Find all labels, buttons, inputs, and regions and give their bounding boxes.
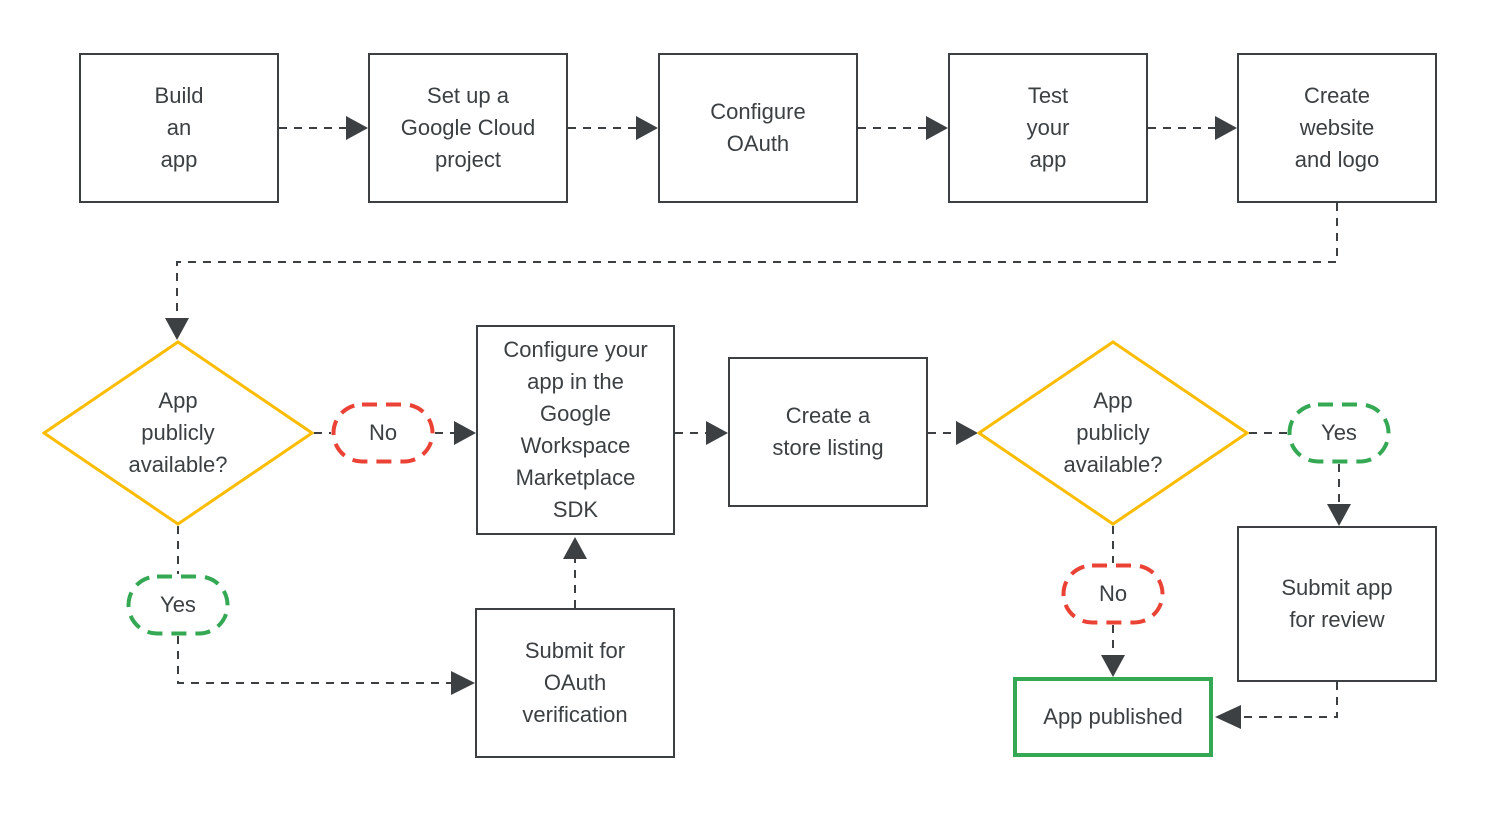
yes-2-label: Yes bbox=[1321, 420, 1357, 445]
node-submit-app-for-review-label: Submit app for review bbox=[1281, 575, 1393, 632]
yes-2-pill-outline bbox=[1287, 402, 1391, 464]
node-app-published-label: App published bbox=[1043, 704, 1183, 729]
decision-2-diamond-shape bbox=[977, 340, 1249, 526]
node-set-up-google-cloud-project-label: Set up a Google Cloud project bbox=[400, 83, 536, 172]
arrowhead-down-into-published bbox=[1101, 655, 1125, 677]
arrowhead-into-listing bbox=[706, 421, 728, 445]
node-set-up-google-cloud-project: Set up a Google Cloud project bbox=[368, 53, 568, 203]
arrowhead-into-website bbox=[1215, 116, 1237, 140]
edge-yes1-to-oauthverif bbox=[177, 636, 451, 684]
decision-2-diamond-outline bbox=[977, 340, 1249, 526]
node-app-published: App published bbox=[1013, 677, 1213, 757]
node-create-website-and-logo: Create website and logo bbox=[1237, 53, 1437, 203]
edge-label-no-2: No bbox=[1061, 563, 1165, 625]
node-configure-app-marketplace-sdk: Configure your app in the Google Workspa… bbox=[476, 325, 675, 535]
yes-1-pill-shape bbox=[126, 574, 230, 636]
decision-app-publicly-available-2: App publicly available? bbox=[977, 340, 1249, 526]
arrowhead-into-sdk bbox=[454, 421, 476, 445]
edge-label-yes-2: Yes bbox=[1287, 402, 1391, 464]
edge-label-no-1: No bbox=[331, 402, 435, 464]
no-2-pill-outline bbox=[1061, 563, 1165, 625]
node-submit-for-oauth-verification-label: Submit for OAuth verification bbox=[522, 638, 628, 727]
node-create-a-store-listing-label: Create a store listing bbox=[772, 403, 884, 460]
no-1-pill-outline bbox=[331, 402, 435, 464]
edge-label-yes-1: Yes bbox=[126, 574, 230, 636]
node-build-an-app-label: Build an app bbox=[154, 83, 204, 172]
edge-submit-to-published bbox=[1241, 682, 1338, 718]
no-2-pill-shape bbox=[1061, 563, 1165, 625]
no-2-label: No bbox=[1098, 581, 1128, 606]
node-create-a-store-listing: Create a store listing bbox=[728, 357, 928, 507]
yes-1-pill-outline bbox=[126, 574, 230, 636]
yes-1-label: Yes bbox=[160, 592, 196, 617]
arrowhead-into-decision1 bbox=[165, 318, 189, 340]
arrowhead-into-submit bbox=[1327, 504, 1351, 526]
decision-2-label: App publicly available? bbox=[1063, 388, 1163, 477]
node-test-your-app-label: Test your app bbox=[1026, 83, 1070, 172]
arrowhead-left-into-published bbox=[1215, 705, 1241, 729]
yes-2-pill-shape bbox=[1287, 402, 1391, 464]
node-configure-oauth: Configure OAuth bbox=[658, 53, 858, 203]
arrowhead-up-into-sdk bbox=[563, 537, 587, 559]
arrowhead-into-decision2 bbox=[956, 421, 978, 445]
decision-1-diamond-outline bbox=[42, 340, 314, 526]
node-configure-app-marketplace-sdk-label: Configure your app in the Google Workspa… bbox=[503, 337, 648, 522]
node-build-an-app: Build an app bbox=[79, 53, 279, 203]
node-test-your-app: Test your app bbox=[948, 53, 1148, 203]
decision-app-publicly-available-1: App publicly available? bbox=[42, 340, 314, 526]
edge-arrowheads bbox=[165, 116, 1351, 729]
node-create-website-and-logo-label: Create website and logo bbox=[1294, 83, 1380, 172]
no-1-pill-shape bbox=[331, 402, 435, 464]
node-configure-oauth-label: Configure OAuth bbox=[710, 99, 806, 156]
no-1-label: No bbox=[368, 420, 398, 445]
arrowhead-into-oauthverif bbox=[451, 671, 475, 695]
edge-website-to-decision1 bbox=[176, 203, 1338, 318]
arrowhead-into-cloud bbox=[346, 116, 368, 140]
arrowhead-into-test bbox=[926, 116, 948, 140]
decision-1-diamond-shape bbox=[42, 340, 314, 526]
arrowhead-into-oauth bbox=[636, 116, 658, 140]
node-submit-app-for-review: Submit app for review bbox=[1237, 526, 1437, 682]
node-submit-for-oauth-verification: Submit for OAuth verification bbox=[475, 608, 675, 758]
decision-1-label: App publicly available? bbox=[128, 388, 228, 477]
edge-lines bbox=[176, 127, 1340, 718]
